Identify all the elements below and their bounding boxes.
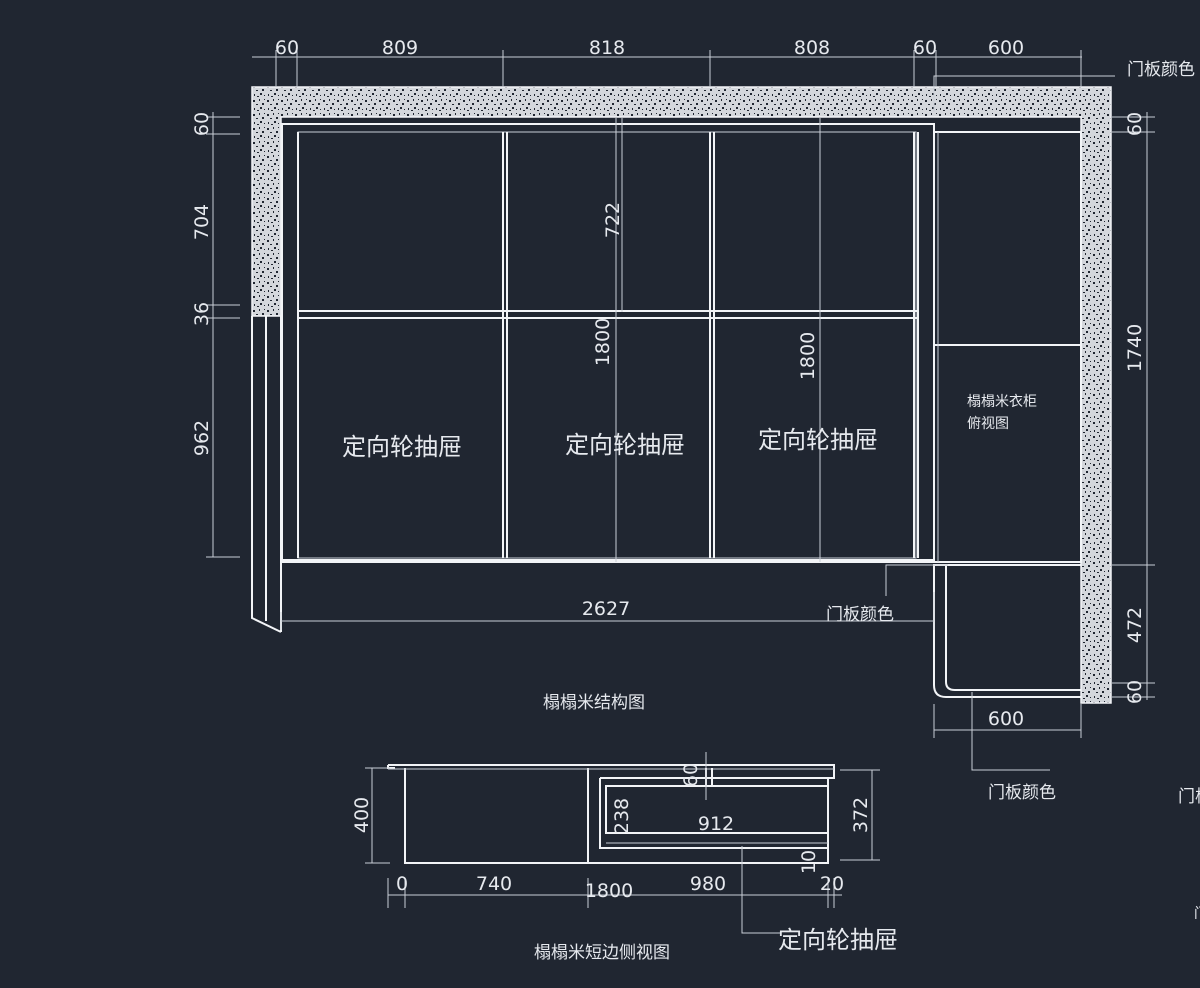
wardrobe-door-step: [933, 564, 1081, 698]
side-dim-60: 60: [680, 763, 702, 787]
drawer-label-2: 定向轮抽屉: [565, 431, 685, 459]
right-dim-3: 472: [1124, 607, 1146, 643]
inner-dim-1800-b: 1800: [797, 332, 819, 380]
side-dim-238: 238: [611, 798, 633, 834]
side-bottom-dim-20: 20: [820, 873, 844, 895]
side-bottom-dim-740: 740: [476, 873, 512, 895]
left-dim-1: 60: [191, 112, 213, 136]
door-color-leader-mid: [885, 564, 948, 596]
wardrobe-label-line1: 榻榻米衣柜: [967, 394, 1037, 410]
right-dim-1: 60: [1124, 112, 1146, 136]
left-dim-4: 962: [191, 420, 213, 456]
wardrobe-outline: [933, 131, 1082, 563]
edge-fragment-1: 门板: [1178, 787, 1200, 807]
left-dim-2: 704: [191, 204, 213, 240]
left-wall-edge: [251, 316, 282, 633]
top-dim-4: 808: [794, 37, 830, 59]
wall-hatch: [251, 86, 1112, 704]
side-view: 400 372 60 238 912 10 0 740 1800 980 20 …: [351, 752, 898, 963]
plan-title: 榻榻米结构图: [543, 693, 645, 713]
side-dim-10: 10: [798, 850, 820, 874]
left-dimension-chain: 60 704 36 962: [191, 112, 240, 558]
door-color-label-mid: 门板颜色: [826, 605, 894, 625]
drawer-label-3: 定向轮抽屉: [758, 426, 878, 454]
side-drawer-label: 定向轮抽屉: [778, 926, 898, 954]
left-dim-3: 36: [191, 302, 213, 326]
top-dimension-chain: 60 809 818 808 60 600: [252, 37, 1082, 87]
inner-dim-722: 722: [602, 202, 624, 238]
side-dim-400: 400: [351, 797, 373, 833]
door-color-leader-top: [933, 75, 1115, 112]
side-title: 榻榻米短边侧视图: [534, 943, 670, 963]
inner-dim-1800-a: 1800: [592, 318, 614, 366]
right-dimension-chain: 60 1740 472 60: [1112, 112, 1155, 704]
side-bottom-dim-980: 980: [690, 873, 726, 895]
top-dim-6: 600: [988, 37, 1024, 59]
plan-view: 60 809 818 808 60 600 60 704 36 962: [191, 37, 1195, 803]
side-dim-372: 372: [850, 797, 872, 833]
bottom-dim-600: 600: [988, 708, 1024, 730]
side-step: [599, 777, 828, 849]
top-dim-2: 809: [382, 37, 418, 59]
side-bottom-dim-0: 0: [396, 873, 408, 895]
top-dim-5: 60: [913, 37, 937, 59]
side-bottom-dimension-chain: 0 740 1800 980 20: [387, 873, 844, 908]
door-color-label-bottom: 门板颜色: [988, 783, 1056, 803]
side-bottom-dim-1800: 1800: [585, 880, 633, 902]
side-drawer-leader: [741, 846, 780, 934]
door-color-label-top: 门板颜色: [1127, 60, 1195, 80]
top-dim-1: 60: [275, 37, 299, 59]
bottom-dim-2627: 2627: [582, 598, 630, 620]
drawer-label-1: 定向轮抽屉: [342, 433, 462, 461]
right-dim-4: 60: [1124, 680, 1146, 704]
top-dim-3: 818: [589, 37, 625, 59]
door-color-leader-bottom: [971, 692, 1050, 771]
edge-fragment-2: 门: [1194, 906, 1200, 922]
side-drawer: [605, 785, 829, 834]
wardrobe-label-line2: 俯视图: [967, 416, 1009, 432]
right-dim-2: 1740: [1124, 324, 1146, 372]
side-dim-912: 912: [698, 813, 734, 835]
